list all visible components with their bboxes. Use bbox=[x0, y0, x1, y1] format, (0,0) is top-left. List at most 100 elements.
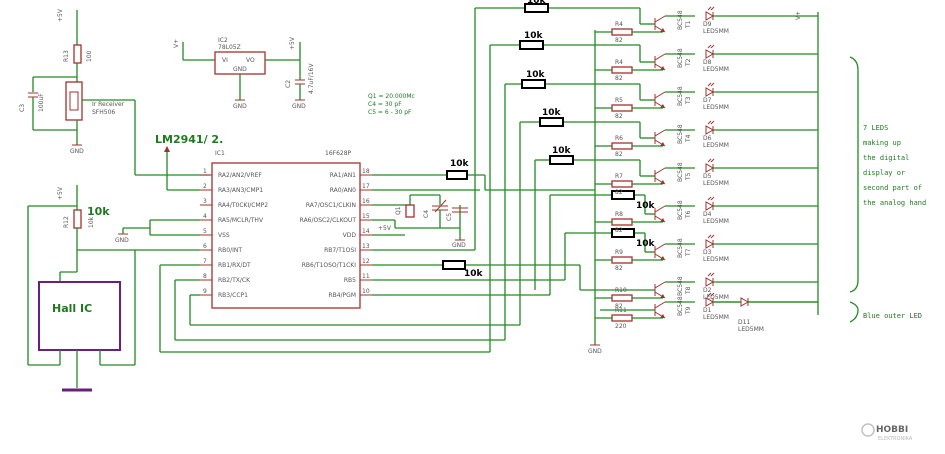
ic1-pin-number: 4 bbox=[203, 213, 207, 220]
led-symbol bbox=[705, 297, 715, 307]
base-resistors: 10k 10k 10k 10k 10k 10k 10k 10k 10k bbox=[442, 0, 656, 279]
ic1-pin-name: RB2/TX/CK bbox=[218, 277, 251, 284]
collector-resistor bbox=[611, 256, 633, 264]
ic1-pin-number: 8 bbox=[203, 273, 207, 280]
led-type: LED5MM bbox=[703, 28, 729, 35]
watermark-sub: ELEKTRONIKA bbox=[878, 436, 913, 442]
base-resistor bbox=[519, 40, 544, 50]
collector-resistor-value: 82 bbox=[615, 151, 623, 158]
ic1-pin-number: 15 bbox=[362, 213, 370, 220]
ic1-body bbox=[211, 162, 361, 309]
r12-resistor bbox=[73, 209, 82, 229]
collector-resistor-value: 220 bbox=[615, 323, 627, 330]
led-type: LED5MM bbox=[703, 180, 729, 187]
ic1-vss-gnd-label: GND bbox=[115, 237, 129, 244]
collector-resistor-ref: R6 bbox=[615, 135, 623, 142]
rail-vplus-label: V+ bbox=[795, 11, 802, 20]
collector-resistor-ref: R8 bbox=[615, 211, 623, 218]
led-ref: D4 bbox=[703, 211, 712, 218]
ic1-pin-number: 17 bbox=[362, 183, 370, 190]
leds-note-line: the analog hand bbox=[863, 199, 926, 207]
transistor-part: BC548 bbox=[677, 10, 684, 30]
ic1-pin-number: 6 bbox=[203, 243, 207, 250]
base-resistor-label: 10k bbox=[527, 0, 547, 6]
ic1-pin-number: 16 bbox=[362, 198, 370, 205]
led-symbol bbox=[705, 49, 715, 59]
leds-note-line: making up bbox=[863, 139, 901, 147]
base-resistor-label: 10k bbox=[524, 31, 544, 41]
collector-resistor bbox=[611, 314, 633, 322]
transistor-ref: T2 bbox=[685, 58, 692, 67]
led-ref: D8 bbox=[703, 59, 712, 66]
r12-ref: R12 bbox=[63, 216, 70, 228]
ic1-pin-name: RB5 bbox=[344, 277, 356, 284]
transistor-ref: T8 bbox=[685, 286, 692, 295]
led-ref: D6 bbox=[703, 135, 712, 142]
transistor-ref: T9 bbox=[685, 306, 692, 315]
led-type: LED5MM bbox=[703, 142, 729, 149]
ic1-pin-number: 5 bbox=[203, 228, 207, 235]
transistor-ref: T1 bbox=[685, 20, 692, 29]
collector-resistor bbox=[611, 66, 633, 74]
collector-resistor bbox=[611, 294, 633, 302]
led-ref: D1 bbox=[703, 307, 712, 314]
ic1-pin-number: 10 bbox=[362, 288, 370, 295]
base-wiring bbox=[372, 7, 655, 352]
collector-resistor-value: 82 bbox=[615, 227, 623, 234]
ic1-vdd-plus5v: +5V bbox=[378, 225, 392, 232]
collector-resistor-ref: R4 bbox=[615, 59, 623, 66]
collector-resistor-value: 82 bbox=[615, 189, 623, 196]
transistor-ref: T3 bbox=[685, 96, 692, 105]
led-ref: D9 bbox=[703, 21, 712, 28]
collector-resistor-ref: R9 bbox=[615, 249, 623, 256]
ic1-pin-name: RA3/AN3/CMP1 bbox=[218, 187, 263, 194]
transistor-part: BC548 bbox=[677, 162, 684, 182]
ic1-pin-name: RA0/AN0 bbox=[330, 187, 356, 194]
ic1-pin-number: 9 bbox=[203, 288, 207, 295]
led-type: LED5MM bbox=[703, 66, 729, 73]
lm2941-annotation: LM2941/ 2. bbox=[155, 133, 223, 146]
xtal-c4-note: C4 = 30 pF bbox=[368, 101, 402, 108]
ic1-pins: 1RA2/AN2/VREF2RA3/AN3/CMP13RA4/T0CKI/CMP… bbox=[200, 168, 372, 299]
base-resistor-label: 10k bbox=[636, 201, 656, 211]
transistor-part: BC548 bbox=[677, 200, 684, 220]
ic1-pin-name: RB0/INT bbox=[218, 247, 242, 254]
r13-ref: R13 bbox=[63, 50, 70, 62]
led-type: LED5MM bbox=[703, 256, 729, 263]
crystal-q1-ref: Q1 bbox=[395, 206, 402, 215]
watermark-logo: HOBBI ELEKTRONIKA bbox=[861, 423, 913, 442]
leds-note-line: second part of bbox=[863, 184, 922, 192]
ic2-gnd: GND bbox=[233, 66, 247, 73]
base-resistor bbox=[611, 190, 635, 200]
ic1-pin-name: RA2/AN2/VREF bbox=[218, 172, 262, 179]
base-resistor-label: 10k bbox=[464, 269, 484, 279]
ic2-regulator: V+ IC2 78L05Z VI VO GND GND +5V C2 4.7uF… bbox=[173, 36, 315, 110]
transistor-part: BC548 bbox=[677, 296, 684, 316]
led-symbol bbox=[705, 11, 715, 21]
ic1-left-wiring: GND bbox=[77, 189, 200, 352]
leds-note-line: the digital bbox=[863, 154, 909, 162]
c3-ref: C3 bbox=[19, 104, 26, 112]
transistor-part: BC548 bbox=[677, 86, 684, 106]
ic1-pin-number: 13 bbox=[362, 243, 370, 250]
c3-value: 100uF bbox=[38, 93, 45, 112]
transistor-ref: T4 bbox=[685, 134, 692, 143]
r12-big-label: 10k bbox=[87, 205, 110, 218]
collector-resistor-ref: R11 bbox=[615, 307, 627, 314]
supply-rail: V+ GND bbox=[588, 11, 819, 355]
base-resistor bbox=[446, 170, 468, 180]
crystal-notes: Q1 = 20.000Mc C4 = 30 pF C5 = 6 - 30 pF bbox=[368, 93, 415, 116]
d11-ref: D11 bbox=[738, 319, 750, 326]
ic1-pin-name: RB7/T1OSI bbox=[324, 247, 356, 254]
ic1-pic16f628: IC1 16F628P 1RA2/AN2/VREF2RA3/AN3/CMP13R… bbox=[200, 150, 372, 309]
base-resistor-label: 10k bbox=[542, 108, 562, 118]
led-symbol bbox=[705, 239, 715, 249]
collector-resistor bbox=[611, 28, 633, 36]
rail-gnd-label: GND bbox=[588, 348, 602, 355]
collector-resistor-ref: R7 bbox=[615, 173, 623, 180]
ic1-pin-name: RB4/PGM bbox=[328, 292, 356, 299]
